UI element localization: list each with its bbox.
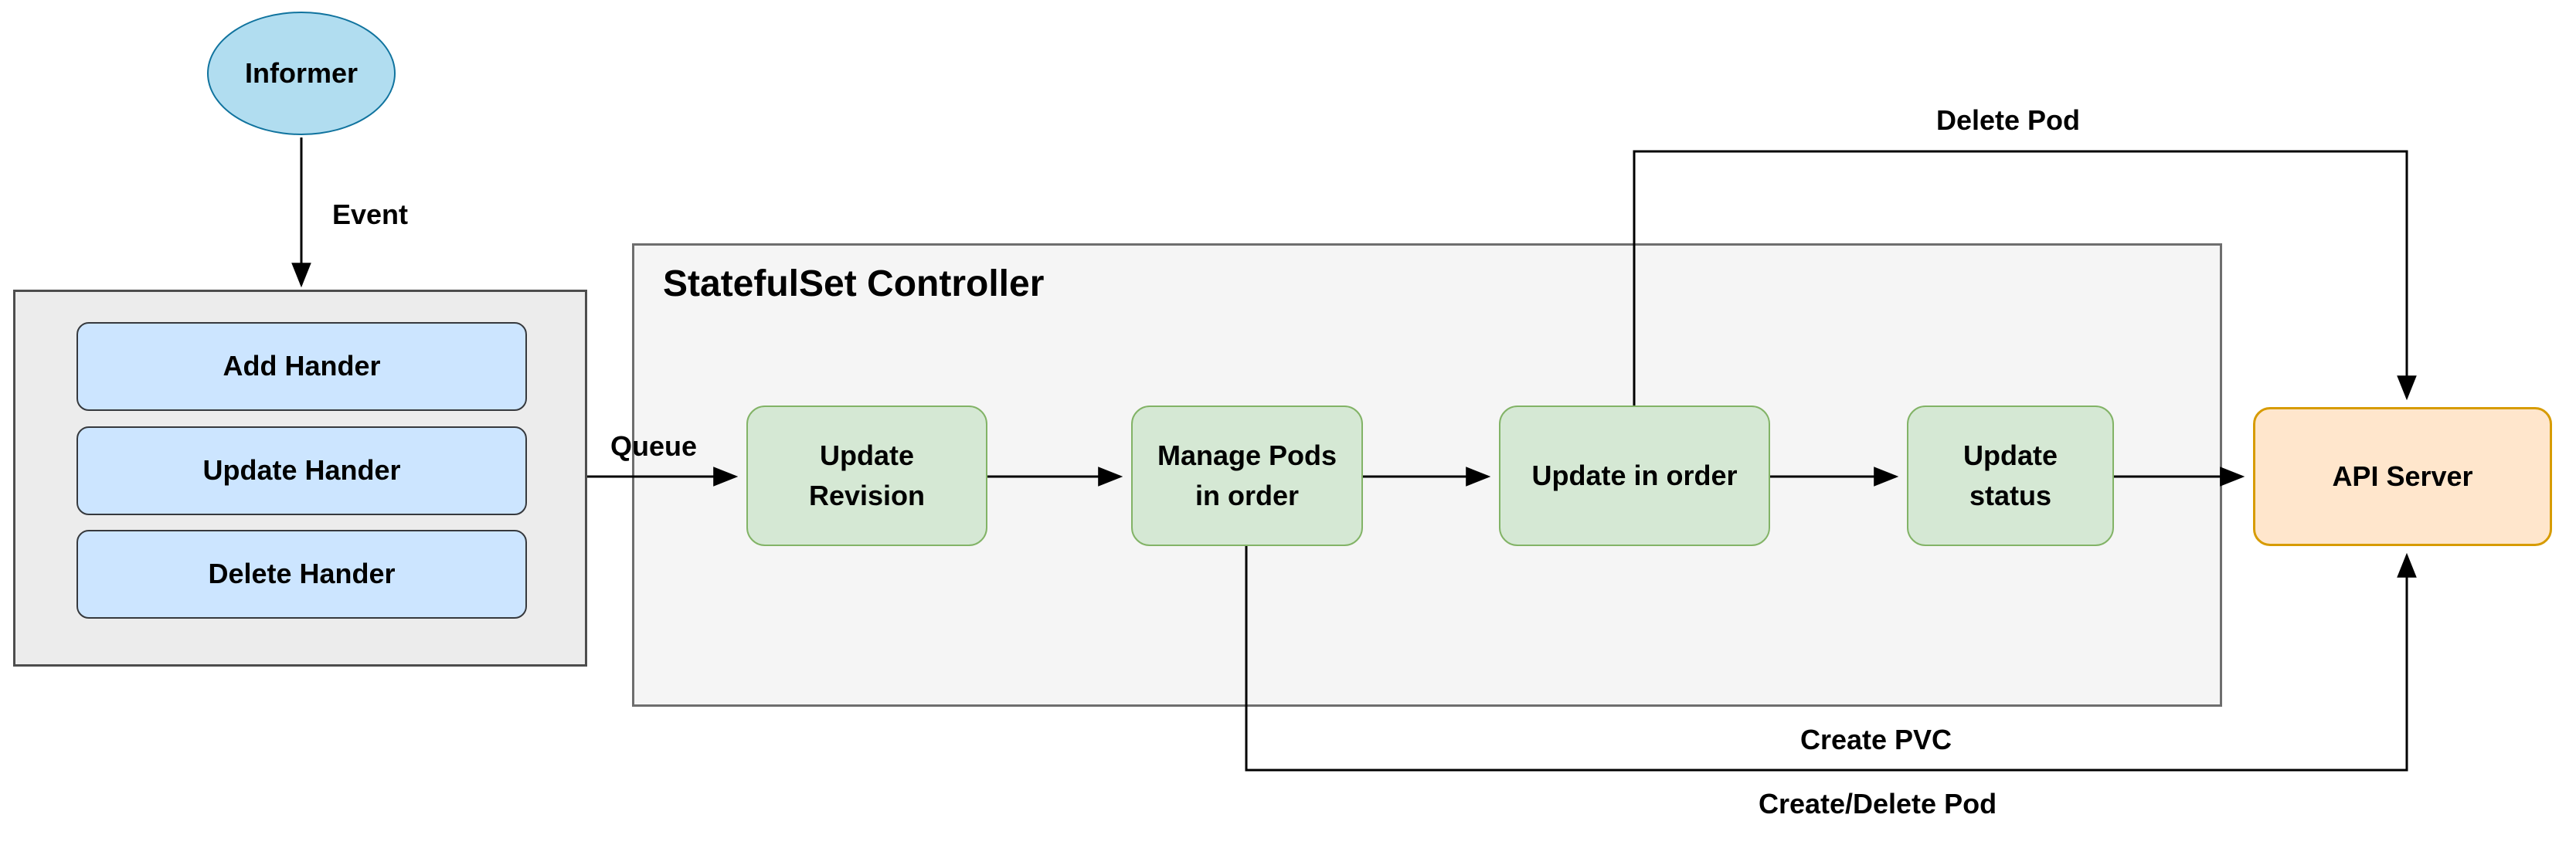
node-manage-pods-in-order: Manage Pods in order	[1131, 406, 1363, 546]
node-update-status-label: Update status	[1963, 439, 2058, 511]
event-handlers-container: Add Hander Update Hander Delete Hander	[13, 290, 587, 667]
node-update-revision-label: Update Revision	[808, 439, 926, 511]
edge-label-create-pvc: Create PVC	[1799, 724, 1952, 755]
edge-label-event: Event	[331, 199, 409, 230]
node-update-revision: Update Revision	[746, 406, 987, 546]
node-update-handler: Update Hander	[76, 426, 527, 515]
node-add-handler: Add Hander	[76, 322, 527, 411]
node-delete-handler: Delete Hander	[76, 530, 527, 619]
edge-label-create-delete-pod: Create/Delete Pod	[1758, 788, 1997, 820]
edge-label-delete-pod: Delete Pod	[1935, 104, 2081, 136]
node-update-handler-label: Update Hander	[202, 454, 401, 487]
edge-label-queue: Queue	[610, 430, 698, 462]
node-informer: Informer	[207, 12, 396, 135]
node-api-server-label: API Server	[2332, 460, 2473, 492]
node-update-in-order: Update in order	[1499, 406, 1770, 546]
node-add-handler-label: Add Hander	[223, 350, 381, 382]
node-informer-label: Informer	[244, 56, 359, 89]
node-manage-pods-label: Manage Pods in order	[1157, 439, 1337, 511]
node-update-in-order-label: Update in order	[1531, 459, 1738, 491]
controller-title: StatefulSet Controller	[663, 263, 1045, 304]
node-delete-handler-label: Delete Hander	[208, 558, 396, 590]
node-api-server: API Server	[2253, 407, 2552, 546]
node-update-status: Update status	[1907, 406, 2114, 546]
